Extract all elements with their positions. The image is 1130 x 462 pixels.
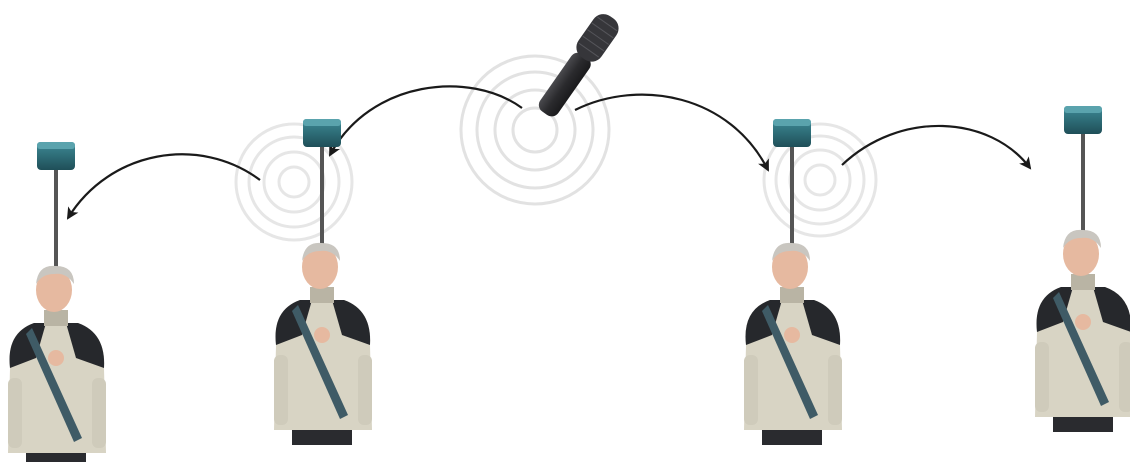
arrow-mic-to-left — [330, 86, 522, 155]
sound-ripple-center — [461, 56, 609, 204]
person-with-speaker-4 — [1035, 106, 1130, 432]
arrow-right-to-far-right — [842, 126, 1030, 168]
microphone — [533, 9, 623, 121]
arrow-left-to-far-left — [68, 154, 260, 218]
